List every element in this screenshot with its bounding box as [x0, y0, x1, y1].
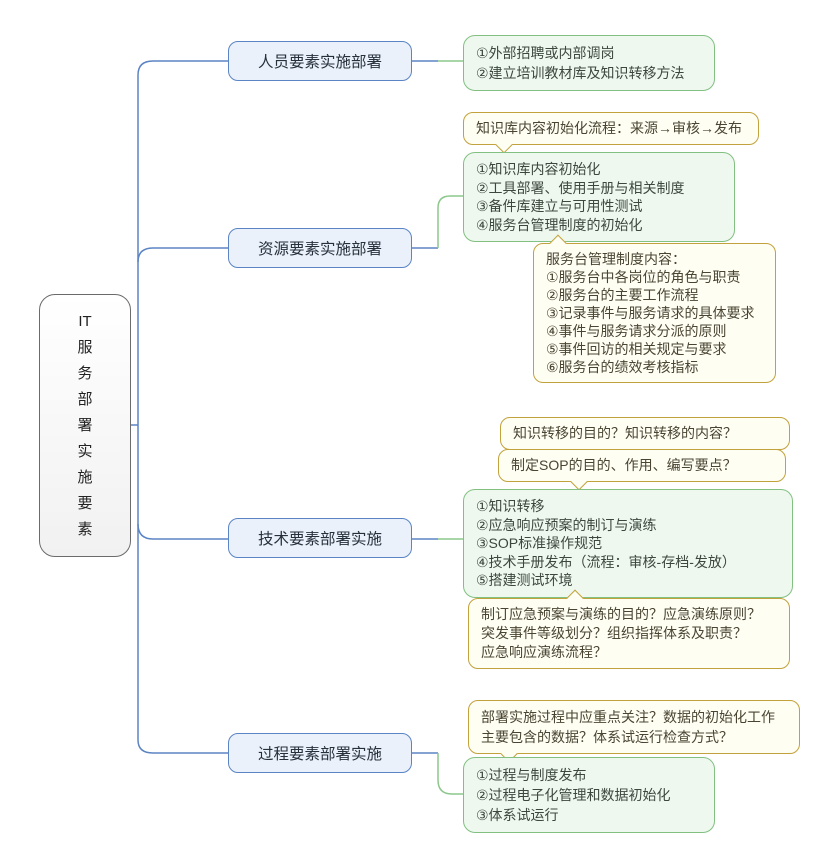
topic-resource-label: 资源要素实施部署 — [257, 241, 382, 258]
detail-resource-text: ①知识库内容初始化 ②工具部署、使用手册与相关制度 ③备件库建立与可用性测试 ④… — [476, 161, 685, 233]
sublink-process — [437, 753, 463, 795]
callout-deploy-focus-text: 部署实施过程中应重点关注？数据的初始化工作 主要包含的数据？体系试运行检查方式？ — [481, 709, 775, 745]
detail-process-text: ①过程与制度发布 ②过程电子化管理和数据初始化 ③体系试运行 — [476, 767, 671, 823]
callout-servicedesk-rules[interactable]: 服务台管理制度内容： ①服务台中各岗位的角色与职责 ②服务台的主要工作流程 ③记… — [533, 243, 776, 383]
detail-people[interactable]: ①外部招聘或内部调岗 ②建立培训教材库及知识转移方法 — [463, 35, 715, 91]
callout-knowledge-transfer[interactable]: 知识转移的目的？知识转移的内容？ — [500, 417, 790, 450]
root-topic-label: IT 服 务 部 署 实 施 要 素 — [77, 312, 93, 538]
topic-people[interactable]: 人员要素实施部署 — [228, 41, 412, 81]
callout-sop-text: 制定SOP的目的、作用、编写要点？ — [511, 457, 737, 473]
callout-knowledge-transfer-text: 知识转移的目的？知识转移的内容？ — [513, 425, 737, 441]
topic-process[interactable]: 过程要素部署实施 — [228, 733, 412, 773]
branch-link-process — [137, 739, 228, 754]
branch-link-tech — [137, 523, 228, 540]
branch-link-resource — [137, 247, 228, 263]
callout-servicedesk-rules-text: 服务台管理制度内容： ①服务台中各岗位的角色与职责 ②服务台的主要工作流程 ③记… — [546, 251, 755, 375]
root-topic[interactable]: IT 服 务 部 署 实 施 要 素 — [39, 294, 131, 557]
topic-resource[interactable]: 资源要素实施部署 — [228, 228, 412, 268]
topic-process-label: 过程要素部署实施 — [257, 746, 382, 763]
topic-tech[interactable]: 技术要素部署实施 — [228, 518, 412, 558]
detail-resource[interactable]: ①知识库内容初始化 ②工具部署、使用手册与相关制度 ③备件库建立与可用性测试 ④… — [463, 152, 735, 242]
callout-emergency-drill-text: 制订应急预案与演练的目的？应急演练原则？ 突发事件等级划分？组织指挥体系及职责？… — [481, 606, 761, 660]
detail-tech[interactable]: ①知识转移 ②应急响应预案的制订与演练 ③SOP标准操作规范 ④技术手册发布（流… — [463, 489, 793, 598]
detail-people-text: ①外部招聘或内部调岗 ②建立培训教材库及知识转移方法 — [476, 45, 685, 81]
topic-tech-label: 技术要素部署实施 — [257, 531, 382, 548]
callout-knowledge-init-flow[interactable]: 知识库内容初始化流程：来源→审核→发布 — [463, 112, 759, 145]
detail-tech-text: ①知识转移 ②应急响应预案的制订与演练 ③SOP标准操作规范 ④技术手册发布（流… — [476, 498, 736, 588]
detail-process[interactable]: ①过程与制度发布 ②过程电子化管理和数据初始化 ③体系试运行 — [463, 757, 715, 833]
sublink-resource — [437, 195, 463, 248]
branch-link-people — [137, 60, 228, 76]
callout-sop[interactable]: 制定SOP的目的、作用、编写要点？ — [498, 449, 786, 482]
topic-people-label: 人员要素实施部署 — [257, 54, 382, 71]
callout-deploy-focus[interactable]: 部署实施过程中应重点关注？数据的初始化工作 主要包含的数据？体系试运行检查方式？ — [468, 700, 800, 754]
callout-emergency-drill[interactable]: 制订应急预案与演练的目的？应急演练原则？ 突发事件等级划分？组织指挥体系及职责？… — [468, 598, 790, 669]
callout-knowledge-init-flow-text: 知识库内容初始化流程：来源→审核→发布 — [476, 120, 742, 136]
